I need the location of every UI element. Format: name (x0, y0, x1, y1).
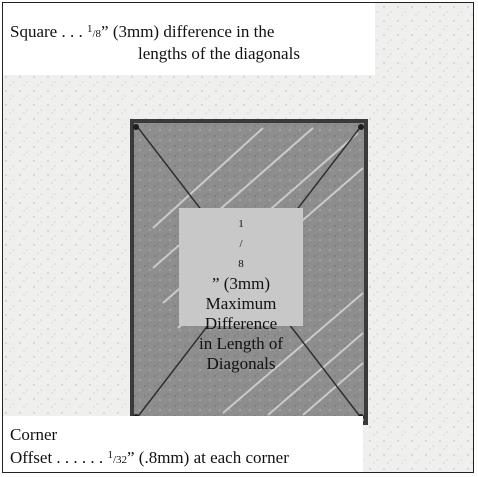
corner-caption-suffix: ” (.8mm) at each corner (127, 448, 289, 467)
square-caption-suffix: ” (3mm) difference in the (101, 22, 275, 41)
square-fraction-denominator: 8 (95, 28, 102, 40)
corner-caption-line2: Offset . . . . . . 1/32” (.8mm) at each … (10, 448, 289, 467)
corner-caption-prefix: Offset . . . . . . (10, 448, 108, 467)
center-label-suffix: ” (3mm) (211, 274, 271, 293)
square-fraction-numerator: 1 (86, 23, 93, 35)
center-label-line2: Maximum (205, 294, 277, 313)
center-label-line3: Difference (204, 314, 278, 333)
diagonal-difference-label: 1/8” (3mm) Maximum Difference in Length … (179, 208, 303, 373)
square-tolerance-caption: Square . . . 1/8” (3mm) difference in th… (3, 3, 375, 75)
diagram-frame: Square . . . 1/8” (3mm) difference in th… (2, 2, 474, 473)
center-label-line5: Diagonals (206, 354, 276, 373)
center-label-line4: in Length of (198, 334, 284, 353)
corner-fraction-numerator: 1 (107, 449, 113, 461)
square-caption-line1: Square . . . 1/8” (3mm) difference in th… (10, 22, 275, 41)
square-caption-prefix: Square . . . (10, 22, 87, 41)
corner-offset-caption: Corner Offset . . . . . . 1/32” (.8mm) a… (3, 416, 363, 472)
square-caption-line2: lengths of the diagonals (138, 44, 300, 63)
corner-fraction-denominator: 32 (116, 454, 127, 466)
corner-caption-line1: Corner (10, 425, 58, 444)
center-fraction-numerator: 1 (238, 218, 244, 230)
center-fraction-denominator: 8 (238, 258, 244, 270)
center-label-line1: 1/8” (3mm) (179, 214, 303, 294)
